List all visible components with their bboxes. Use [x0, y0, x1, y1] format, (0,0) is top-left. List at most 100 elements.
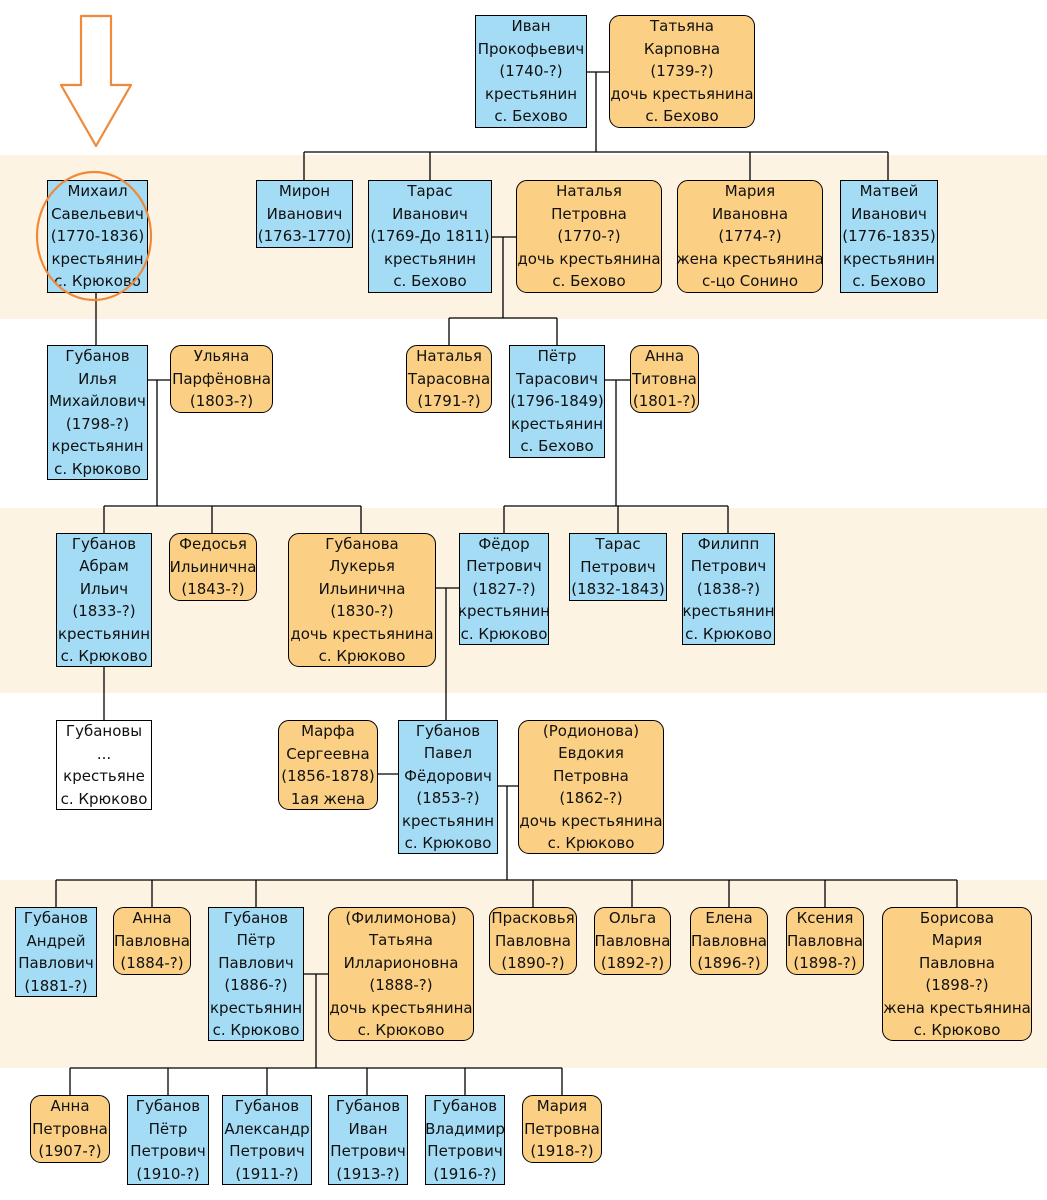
person-text-line: Пётр — [148, 1119, 188, 1138]
person-text-line: Александр — [224, 1119, 310, 1138]
person-text-line: Губанов — [223, 908, 289, 927]
person-text-line: Анна — [644, 347, 685, 366]
person-text-line: Андрей — [26, 931, 86, 950]
person-text-line: Татьяна — [650, 17, 714, 36]
person-text-line: Прокофьевич — [477, 39, 585, 58]
person-text-line: Павлович — [18, 954, 94, 972]
person-text-line: крестьянин — [401, 811, 495, 830]
person-text-line: (1853-?) — [416, 789, 480, 807]
person-text-line: Михайлович — [49, 392, 146, 410]
person-text-line: с. Крюково — [460, 624, 548, 643]
person-text-line: Тарас — [407, 182, 453, 201]
person-text-line: Лукерья — [329, 557, 395, 575]
person-text-line: (1886-?) — [224, 976, 288, 994]
person-text-line: Петрович — [466, 557, 542, 576]
person-text-line: Ивановна — [711, 204, 789, 223]
person-text-line: с. Бехово — [645, 107, 719, 126]
person-text-line: с. Крюково — [357, 1021, 445, 1039]
person-text-line: Титовна — [632, 369, 697, 388]
person-text-line: Тарас — [595, 535, 641, 554]
person-text-line: Мирон — [278, 182, 331, 201]
person-text-line: Павел — [423, 744, 473, 762]
person-text-line: Анна — [132, 909, 172, 928]
person-text-line: дочь крестьянина — [329, 998, 473, 1017]
person-text-line: крестьяне — [63, 767, 145, 785]
person-text-line: (1770-?) — [557, 227, 621, 246]
person-text-line: с. Бехово — [393, 272, 467, 291]
person-text-line: крестьянин — [484, 84, 578, 103]
person-text-line: дочь крестьянина — [610, 84, 754, 103]
person-text-line: (1884-?) — [120, 954, 184, 973]
person-text-line: Павлович — [218, 953, 294, 972]
person-text-line: Петрович — [229, 1142, 305, 1160]
person-text-line: с. Крюково — [913, 1021, 1001, 1039]
person-text-line: Павловна — [594, 931, 671, 950]
person-text-line: Петрович — [130, 1142, 206, 1160]
person-text-line: (1770-1836) — [50, 227, 145, 246]
person-text-line: с. Крюково — [318, 647, 406, 665]
person-text-line: (1916-?) — [433, 1164, 497, 1183]
person-text-line: Михаил — [67, 182, 128, 201]
person-text-line: Тарасовна — [407, 369, 491, 388]
person-text-line: (1791-?) — [417, 392, 481, 411]
person-text-line: Евдокия — [558, 744, 624, 762]
person-text-line: крестьянин — [383, 249, 477, 268]
person-text-line: Павловна — [787, 931, 863, 950]
person-text-line: Илья — [78, 369, 117, 388]
person-text-line: с. Бехово — [494, 107, 568, 126]
person-text-line: (1832-1843) — [571, 580, 665, 599]
person-text-line: (1918-?) — [530, 1142, 594, 1161]
person-text-line: жена крестьянина — [676, 249, 824, 268]
person-text-line: (1801-?) — [632, 392, 697, 411]
person-text-line: Татьяна — [369, 931, 433, 949]
person-text-line: с. Бехово — [852, 272, 926, 291]
person-text-line: Петрович — [330, 1142, 406, 1160]
person-text-line: с. Крюково — [54, 459, 141, 478]
person-text-line: (1898-?) — [925, 976, 989, 994]
person-text-line: Губанов — [432, 1097, 498, 1115]
person-text-line: Губанов — [415, 721, 481, 740]
person-text-line: (1890-?) — [501, 954, 565, 973]
person-text-line: (1763-1770) — [257, 227, 352, 246]
person-text-line: Иван — [511, 17, 551, 36]
person-text-line: Губанов — [23, 909, 89, 927]
